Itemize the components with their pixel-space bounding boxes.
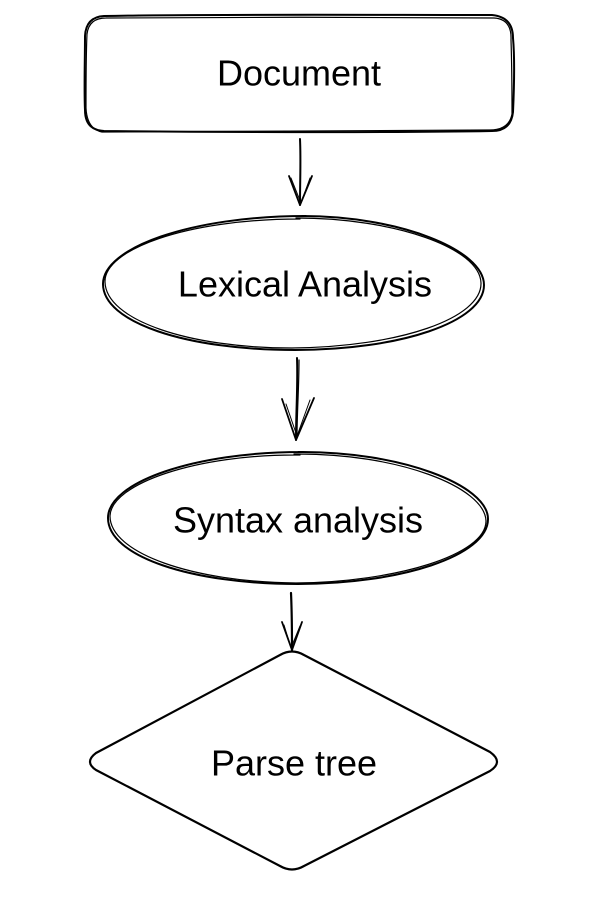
document-label: Document	[217, 53, 381, 94]
node-document[interactable]: Document	[83, 13, 516, 134]
edge-document-to-lexical	[288, 138, 313, 206]
parse-tree-border	[88, 650, 499, 871]
lexical-label: Lexical Analysis	[178, 264, 432, 305]
parse-tree-label: Parse tree	[211, 743, 377, 784]
lexical-border	[102, 215, 485, 351]
node-lexical-analysis[interactable]: Lexical Analysis	[102, 215, 485, 351]
syntax-border	[107, 450, 489, 585]
syntax-label: Syntax analysis	[173, 500, 423, 541]
edge-lexical-to-syntax	[281, 357, 315, 441]
node-parse-tree[interactable]: Parse tree	[88, 650, 500, 871]
edge-syntax-to-parse-tree	[281, 591, 303, 652]
node-syntax-analysis[interactable]: Syntax analysis	[107, 450, 489, 587]
document-border	[83, 13, 516, 134]
